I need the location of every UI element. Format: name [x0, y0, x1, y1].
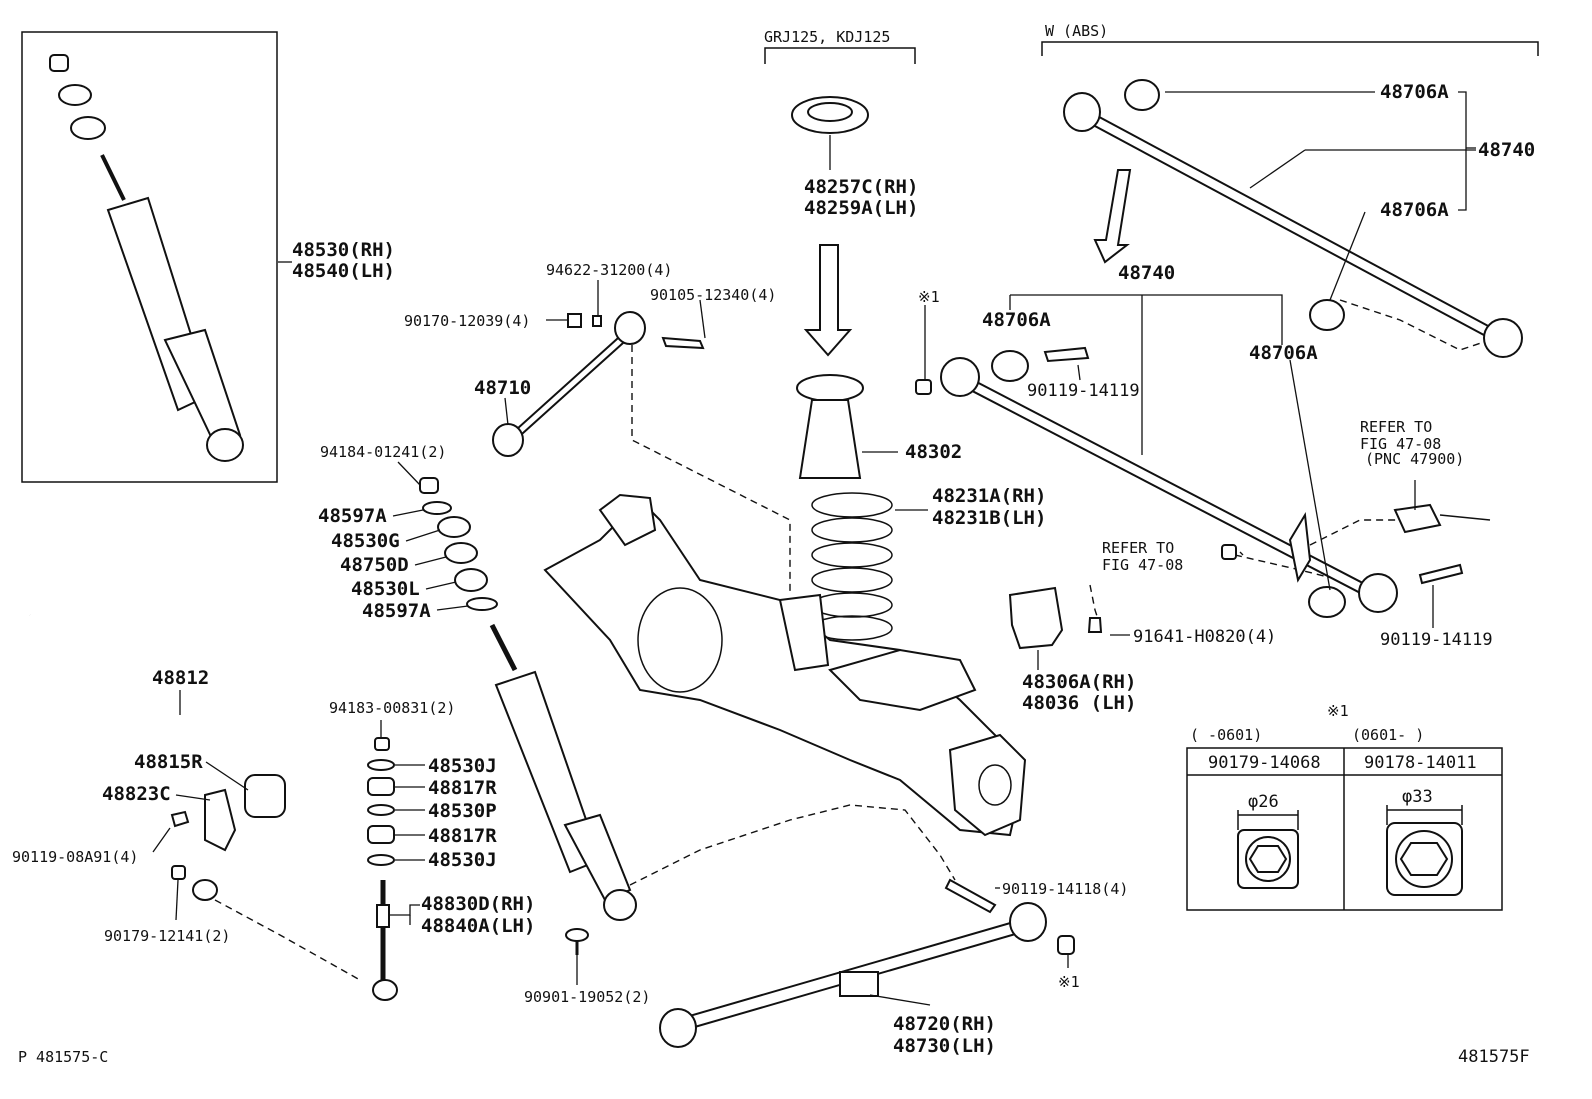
shock-absorber-inset[interactable]: [49, 54, 292, 462]
callout-48830d: 48830D(RH): [421, 893, 535, 915]
callout-94184: 94184-01241(2): [320, 443, 446, 461]
variant-bracket: [764, 47, 916, 64]
callout-48306a: 48306A(RH): [1022, 671, 1136, 693]
stabilizer-bushing-bracket[interactable]: [170, 774, 286, 880]
callout-90119-14119-1: 90119-14119: [1027, 381, 1140, 401]
rear-axle-housing: [543, 493, 1027, 837]
lower-control-arm[interactable]: [565, 878, 1075, 1048]
callout-48530l: 48530L: [351, 578, 420, 600]
callout-refer2-a: REFER TO: [1102, 539, 1174, 557]
lateral-control-rod-lower[interactable]: [940, 346, 1464, 618]
abs-bracket: [1041, 41, 1539, 56]
callout-48540: 48540(LH): [292, 260, 395, 282]
callout-94183: 94183-00831(2): [329, 699, 455, 717]
callout-48750d: 48750D: [340, 554, 409, 576]
table-col2-dia: φ33: [1402, 787, 1433, 807]
table-note: ※1: [1327, 702, 1349, 720]
stabilizer-bar[interactable]: [28, 610, 332, 901]
callout-48740-1: 48740: [1478, 139, 1535, 161]
footer-left-id: P 481575-C: [18, 1048, 108, 1066]
callout-48259a: 48259A(LH): [804, 197, 918, 219]
callout-48840a: 48840A(LH): [421, 915, 535, 937]
callout-94622: 94622-31200(4): [546, 261, 672, 279]
shock-mount-stack[interactable]: [419, 477, 498, 611]
variant-header: GRJ125, KDJ125: [764, 28, 890, 46]
upper-control-arm[interactable]: [492, 311, 705, 457]
callout-48817r-2: 48817R: [428, 825, 497, 847]
footer-right-id: 481575F: [1458, 1047, 1530, 1067]
leader-lines: [152, 91, 1476, 1006]
callout-48530: 48530(RH): [292, 239, 395, 261]
callout-90119-14119-2: 90119-14119: [1380, 630, 1493, 650]
callout-48815r: 48815R: [134, 751, 203, 773]
shock-absorber[interactable]: [489, 623, 637, 921]
callout-48740-2: 48740: [1118, 262, 1175, 284]
callout-48710: 48710: [474, 377, 531, 399]
abs-sensor-bracket[interactable]: [1288, 503, 1491, 583]
shock-inset-frame: [21, 31, 278, 483]
callout-note1-a: ※1: [918, 288, 940, 306]
bound-stopper-bracket[interactable]: [1008, 586, 1103, 650]
callout-90170: 90170-12039(4): [404, 312, 530, 330]
callout-90119-14118: 90119-14118(4): [1002, 880, 1128, 898]
callout-48597a-2: 48597A: [362, 600, 431, 622]
callout-note1-b: ※1: [1058, 973, 1080, 991]
callout-48823c: 48823C: [102, 783, 171, 805]
callout-48817r-1: 48817R: [428, 777, 497, 799]
lateral-control-rod-upper[interactable]: [1063, 79, 1523, 358]
table-col2-part: 90178-14011: [1364, 753, 1477, 773]
callout-refer1-b: FIG 47-08: [1360, 435, 1441, 453]
callout-48706a-2: 48706A: [1380, 199, 1449, 221]
note1-nut-upper[interactable]: [915, 379, 932, 395]
callout-48706a-4: 48706A: [1249, 342, 1318, 364]
callout-48530j-2: 48530J: [428, 849, 497, 871]
table-col1-dia: φ26: [1248, 792, 1279, 812]
direction-arrow: [1093, 169, 1132, 264]
callout-48036: 48036 (LH): [1022, 692, 1136, 714]
nut-small-icon: [1237, 829, 1299, 889]
table-col2-range: (0601- ): [1352, 726, 1424, 744]
callout-48530p: 48530P: [428, 800, 497, 822]
callout-48720: 48720(RH): [893, 1013, 996, 1035]
stabilizer-link-stack[interactable]: [367, 737, 398, 1001]
assembly-arrow: [803, 244, 853, 357]
nut-large-icon: [1386, 822, 1463, 896]
callout-48257c: 48257C(RH): [804, 176, 918, 198]
callout-refer2-b: FIG 47-08: [1102, 556, 1183, 574]
callout-48730: 48730(LH): [893, 1035, 996, 1057]
callout-90105: 90105-12340(4): [650, 286, 776, 304]
bump-stopper[interactable]: [796, 374, 898, 479]
table-col1-part: 90179-14068: [1208, 753, 1321, 773]
callout-48812: 48812: [152, 667, 209, 689]
coil-spring[interactable]: [811, 492, 928, 641]
callout-48530j-1: 48530J: [428, 755, 497, 777]
upper-spring-seat[interactable]: [791, 96, 869, 170]
callout-90901: 90901-19052(2): [524, 988, 650, 1006]
callout-48706a-1: 48706A: [1380, 81, 1449, 103]
callout-90119-08a91: 90119-08A91(4): [12, 848, 138, 866]
refer-nut[interactable]: [1221, 544, 1237, 560]
abs-header: W (ABS): [1045, 22, 1108, 40]
nut-variant-table: ※1 ( -0601) (0601- ) 90179-14068 90178-1…: [1186, 702, 1503, 911]
callout-48530g: 48530G: [331, 530, 400, 552]
callout-90179-12141: 90179-12141(2): [104, 927, 230, 945]
callout-48706a-3: 48706A: [982, 309, 1051, 331]
callouts: GRJ125, KDJ125 W (ABS) 48530(RH) 48540(L…: [12, 22, 1535, 1057]
callout-48302: 48302: [905, 441, 962, 463]
callout-91641: 91641-H0820(4): [1133, 627, 1276, 647]
callout-refer1-c: (PNC 47900): [1365, 450, 1464, 468]
callout-48597a-1: 48597A: [318, 505, 387, 527]
callout-refer1-a: REFER TO: [1360, 418, 1432, 436]
callout-48231b: 48231B(LH): [932, 507, 1046, 529]
callout-48231a: 48231A(RH): [932, 485, 1046, 507]
table-col1-range: ( -0601): [1190, 726, 1262, 744]
